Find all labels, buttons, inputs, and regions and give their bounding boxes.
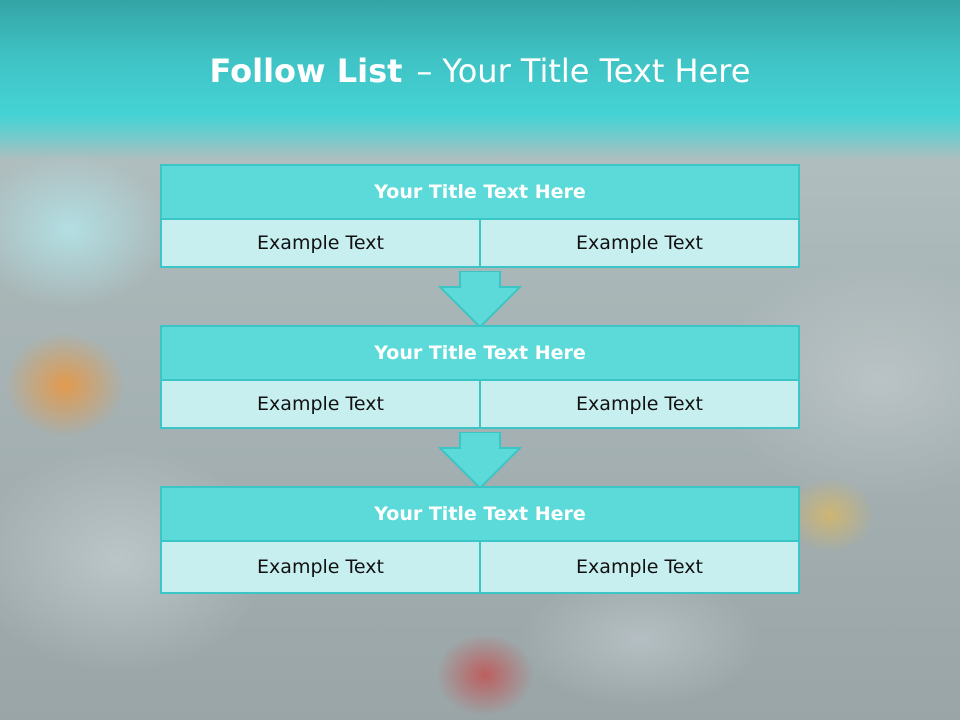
block-cell-right: Example Text bbox=[481, 220, 800, 268]
block-title: Your Title Text Here bbox=[160, 325, 800, 381]
block-cell-right: Example Text bbox=[481, 381, 800, 429]
block-row: Example Text Example Text bbox=[160, 542, 800, 594]
title-banner bbox=[0, 0, 960, 160]
list-block-2: Your Title Text Here Example Text Exampl… bbox=[160, 325, 800, 429]
title-rest: Your Title Text Here bbox=[442, 52, 751, 90]
list-block-3: Your Title Text Here Example Text Exampl… bbox=[160, 486, 800, 594]
title-bold: Follow List bbox=[209, 52, 403, 90]
block-cell-right: Example Text bbox=[481, 542, 800, 594]
block-title: Your Title Text Here bbox=[160, 164, 800, 220]
slide-title: Follow List–Your Title Text Here bbox=[0, 52, 960, 100]
block-title: Your Title Text Here bbox=[160, 486, 800, 542]
block-cell-left: Example Text bbox=[160, 220, 481, 268]
title-dash: – bbox=[416, 52, 433, 90]
arrow-down-icon bbox=[438, 432, 522, 490]
list-block-1: Your Title Text Here Example Text Exampl… bbox=[160, 164, 800, 268]
block-cell-left: Example Text bbox=[160, 542, 481, 594]
arrow-down-icon bbox=[438, 271, 522, 329]
block-row: Example Text Example Text bbox=[160, 381, 800, 429]
block-cell-left: Example Text bbox=[160, 381, 481, 429]
block-row: Example Text Example Text bbox=[160, 220, 800, 268]
